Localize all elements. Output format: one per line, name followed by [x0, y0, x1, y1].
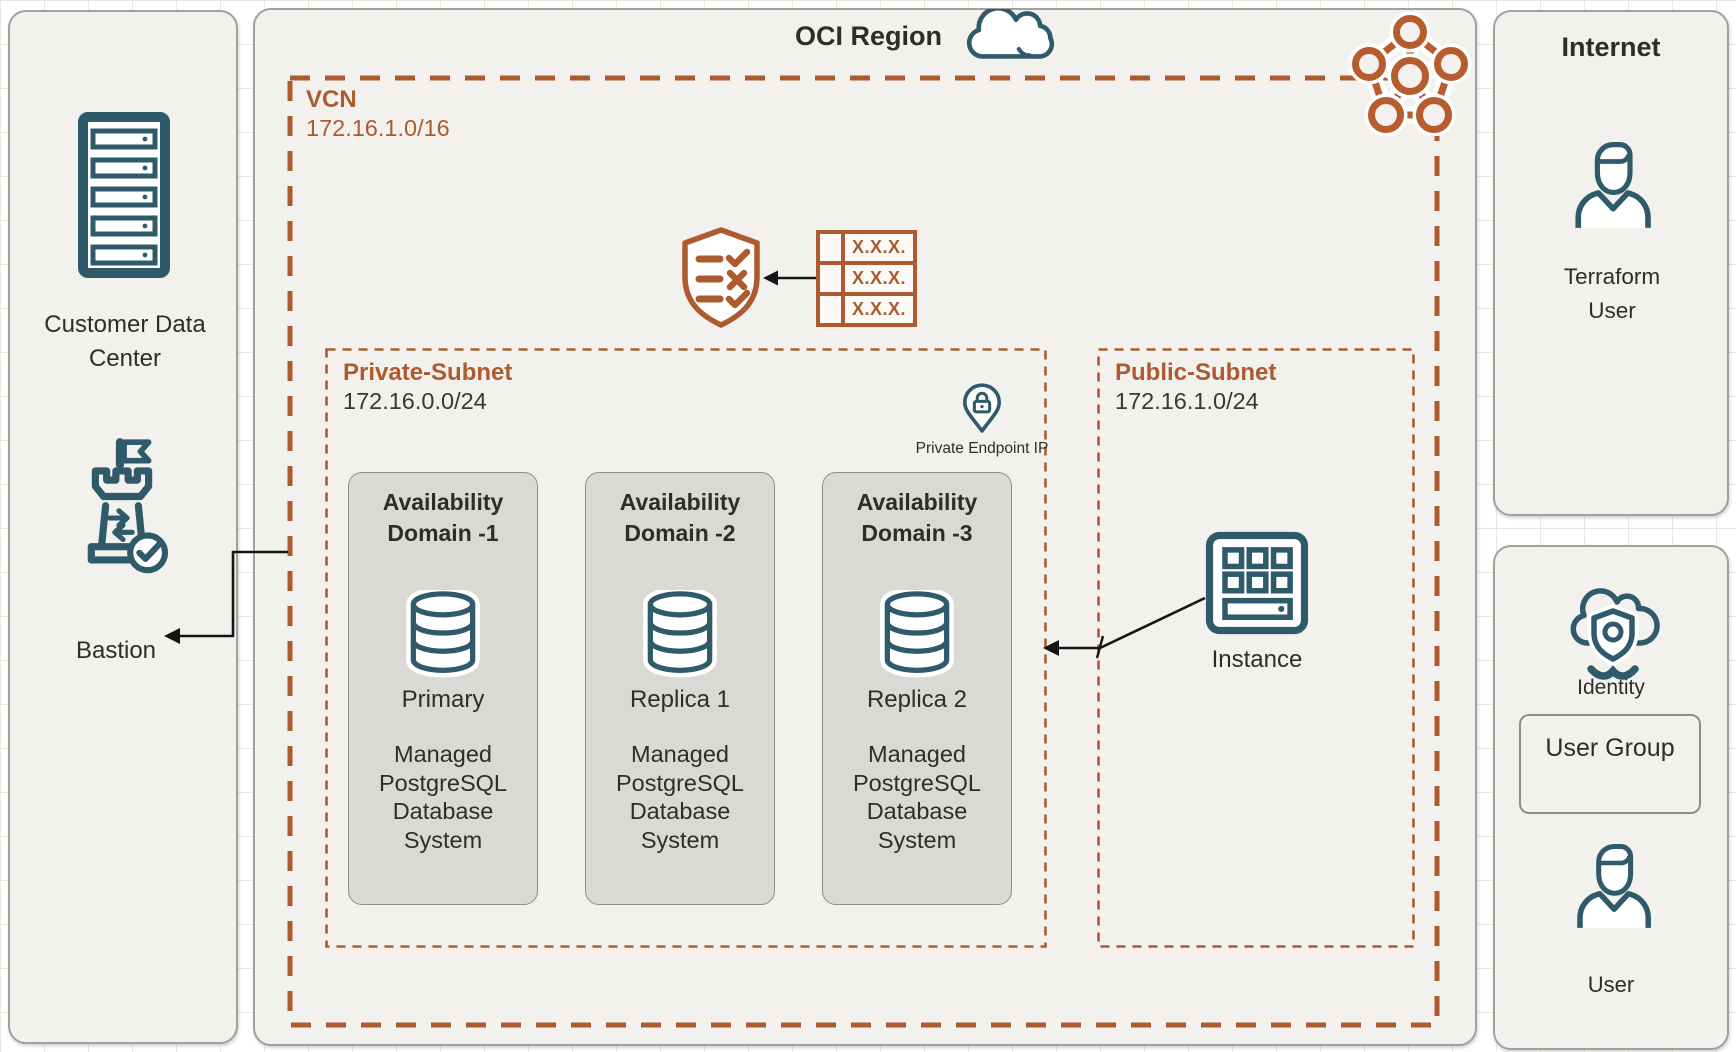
identity-cloud-shield-icon: [1570, 588, 1660, 680]
internet-title: Internet: [1561, 32, 1661, 62]
route-rule: X.X.X.: [851, 268, 907, 288]
security-list-shield-icon: [682, 227, 760, 328]
private-endpoint-label: Private Endpoint IP: [915, 440, 1049, 457]
route-rule: X.X.X.: [851, 237, 907, 257]
route-table-row: X.X.X.: [820, 292, 913, 323]
public-subnet-label: Public-Subnet: [1115, 359, 1277, 386]
oci-region-header: OCI Region: [795, 9, 1068, 62]
database-icon: [406, 590, 480, 678]
db-role-label: Replica 1: [629, 686, 731, 714]
availability-domain-1-card: Availability Domain -1 Primary Managed P…: [348, 472, 538, 905]
route-table-icon: X.X.X. X.X.X. X.X.X.: [816, 230, 917, 327]
vcn-network-icon: [1348, 12, 1472, 136]
vcn-to-bastion-arrow: [164, 550, 288, 644]
route-table-to-shield-arrow: [763, 270, 816, 286]
terraform-user-label: Terraform User: [1563, 264, 1661, 323]
person-icon: [1577, 843, 1651, 928]
vcn-label-group: VCN 172.16.1.0/16: [306, 84, 450, 142]
identity-panel: Identity User Group User: [1493, 545, 1729, 1050]
customer-data-center-label: Customer Data Center: [44, 311, 206, 373]
instance-label: Instance: [1211, 646, 1303, 673]
customer-data-center-panel: Customer Data Center Bastion: [8, 10, 238, 1044]
route-rule: X.X.X.: [851, 299, 907, 319]
vcn-label: VCN: [306, 86, 357, 113]
availability-domain-title: Availability Domain -1: [382, 489, 504, 546]
db-system-label: Managed PostgreSQL Database System: [615, 741, 744, 854]
private-subnet-cidr: 172.16.0.0/24: [343, 388, 487, 414]
availability-domain-2-card: Availability Domain -2 Replica 1 Managed…: [585, 472, 775, 905]
user-group-label: User Group: [1545, 734, 1675, 762]
database-icon: [643, 590, 717, 678]
cloud-icon: [966, 9, 1055, 59]
database-icon: [880, 590, 954, 678]
public-subnet-cidr: 172.16.1.0/24: [1115, 388, 1259, 414]
db-role-label: Replica 2: [866, 686, 968, 714]
private-subnet-label: Private-Subnet: [343, 359, 513, 386]
instance-to-private-subnet-arrow: [1043, 596, 1206, 659]
server-rack-icon: [78, 112, 170, 278]
availability-domain-title: Availability Domain -2: [619, 489, 741, 546]
bastion-tower-icon: [87, 438, 169, 574]
compute-instance-icon: [1205, 531, 1309, 635]
bastion-label: Bastion: [75, 637, 157, 664]
internet-panel: Internet Terraform User: [1493, 10, 1729, 516]
user-label: User: [1587, 972, 1635, 997]
db-system-label: Managed PostgreSQL Database System: [852, 741, 981, 854]
private-endpoint-pin-icon: [963, 383, 1001, 433]
oci-region-title: OCI Region: [795, 20, 942, 51]
vcn-cidr: 172.16.1.0/16: [306, 115, 450, 142]
private-subnet-boundary: [325, 348, 1047, 948]
public-subnet-label-group: Public-Subnet 172.16.1.0/24: [1115, 358, 1276, 415]
vcn-boundary: [287, 75, 1440, 1028]
route-table-row: X.X.X.: [820, 261, 913, 292]
person-icon: [1575, 142, 1651, 228]
private-subnet-label-group: Private-Subnet 172.16.0.0/24: [343, 358, 512, 415]
db-system-label: Managed PostgreSQL Database System: [378, 741, 507, 854]
availability-domain-title: Availability Domain -3: [856, 489, 978, 546]
identity-label: Identity: [1577, 676, 1645, 699]
availability-domain-3-card: Availability Domain -3 Replica 2 Managed…: [822, 472, 1012, 905]
db-role-label: Primary: [401, 686, 485, 714]
user-group-box: User Group: [1519, 714, 1701, 814]
route-table-row: X.X.X.: [820, 234, 913, 261]
